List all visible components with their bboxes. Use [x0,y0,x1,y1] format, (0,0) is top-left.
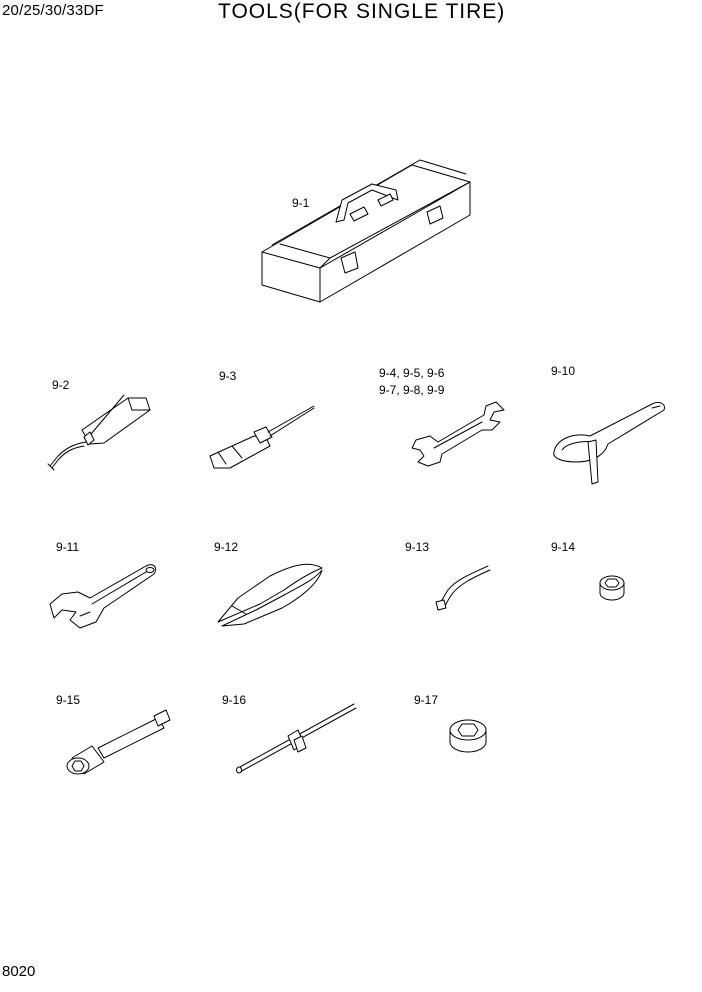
adjustable-wrench-icon [49,564,157,629]
bent-nozzle-icon [435,565,491,611]
part-label-9-3: 9-3 [219,369,237,383]
part-label-9-1: 9-1 [292,196,310,210]
part-label-9-15: 9-15 [56,693,81,707]
toolbox-icon [261,159,471,303]
part-label-9-13: 9-13 [405,540,430,554]
socket-icon [599,575,625,601]
open-end-wrench-icon [411,401,505,467]
part-label-9-2: 9-2 [52,378,70,392]
large-socket-icon [449,719,487,753]
part-label-9-11: 9-11 [56,540,80,554]
model-code: 20/25/30/33DF [2,2,104,19]
part-label-9-4-9-6: 9-4, 9-5, 9-6 [379,366,445,380]
socket-extension-icon [66,709,171,775]
screwdriver-icon [209,405,315,469]
sliding-t-bar-icon [236,703,357,774]
page-title: TOOLS(FOR SINGLE TIRE) [218,0,506,23]
page-number: 8020 [2,963,36,980]
part-label-9-14: 9-14 [551,540,576,554]
part-label-9-17: 9-17 [414,693,439,707]
part-label-9-10: 9-10 [551,364,576,378]
filter-wrench-icon [553,401,665,485]
part-label-9-16: 9-16 [222,693,247,707]
part-label-9-12: 9-12 [214,540,239,554]
part-label-9-7-9-9: 9-7, 9-8, 9-9 [379,383,445,397]
pliers-icon [217,563,323,627]
grease-gun-icon [47,394,151,471]
